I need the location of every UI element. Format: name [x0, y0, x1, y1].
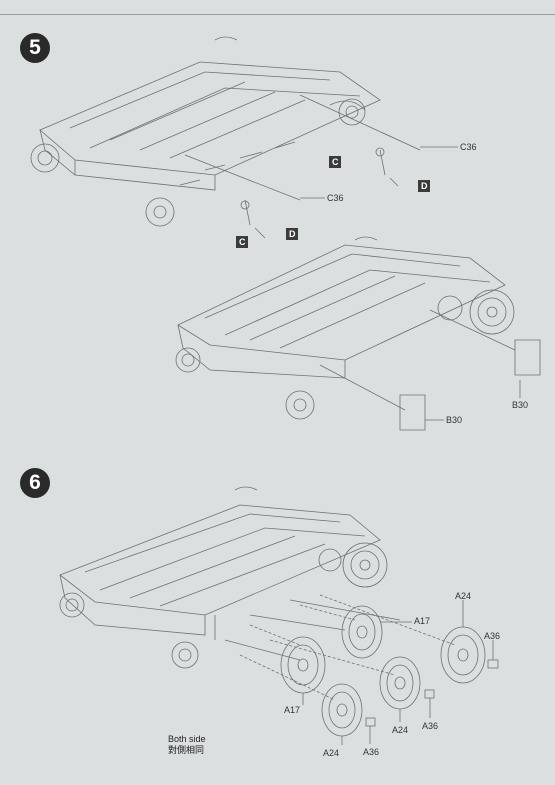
- label-a24-right: A24: [455, 591, 471, 601]
- both-side-note-zh: 對側相同: [168, 745, 205, 755]
- both-side-note: Both side 對側相同: [168, 734, 206, 756]
- label-box-d-bottom: [286, 228, 298, 240]
- label-a24-left: A24: [323, 748, 339, 758]
- label-a36-right: A36: [484, 631, 500, 641]
- label-box-d-top: [418, 180, 430, 192]
- label-box-c-bottom: [236, 236, 248, 248]
- label-a36-center: A36: [422, 721, 438, 731]
- label-a17-left: A17: [284, 705, 300, 715]
- label-d-top: D: [421, 181, 428, 191]
- label-b30-bottom: B30: [446, 415, 462, 425]
- label-c-top: C: [332, 157, 339, 167]
- both-side-note-en: Both side: [168, 734, 206, 744]
- label-c36-mid: C36: [327, 193, 344, 203]
- label-c-bottom: C: [239, 237, 246, 247]
- step6-road-wheels: [239, 594, 499, 745]
- step5-hull-upper: [30, 36, 458, 239]
- label-a36-left: A36: [363, 747, 379, 757]
- step6-hull: [59, 486, 401, 669]
- step-5-badge: 5: [20, 33, 50, 63]
- step-6-badge: 6: [20, 468, 50, 498]
- label-d-bottom: D: [289, 229, 296, 239]
- label-box-c-top: [329, 156, 341, 168]
- step5-hull-lower: [175, 236, 541, 431]
- label-c36-top: C36: [460, 142, 477, 152]
- step-5-panel: [0, 14, 555, 451]
- label-b30-right: B30: [512, 400, 528, 410]
- label-a24-center: A24: [392, 725, 408, 735]
- label-a17-right: A17: [414, 616, 430, 626]
